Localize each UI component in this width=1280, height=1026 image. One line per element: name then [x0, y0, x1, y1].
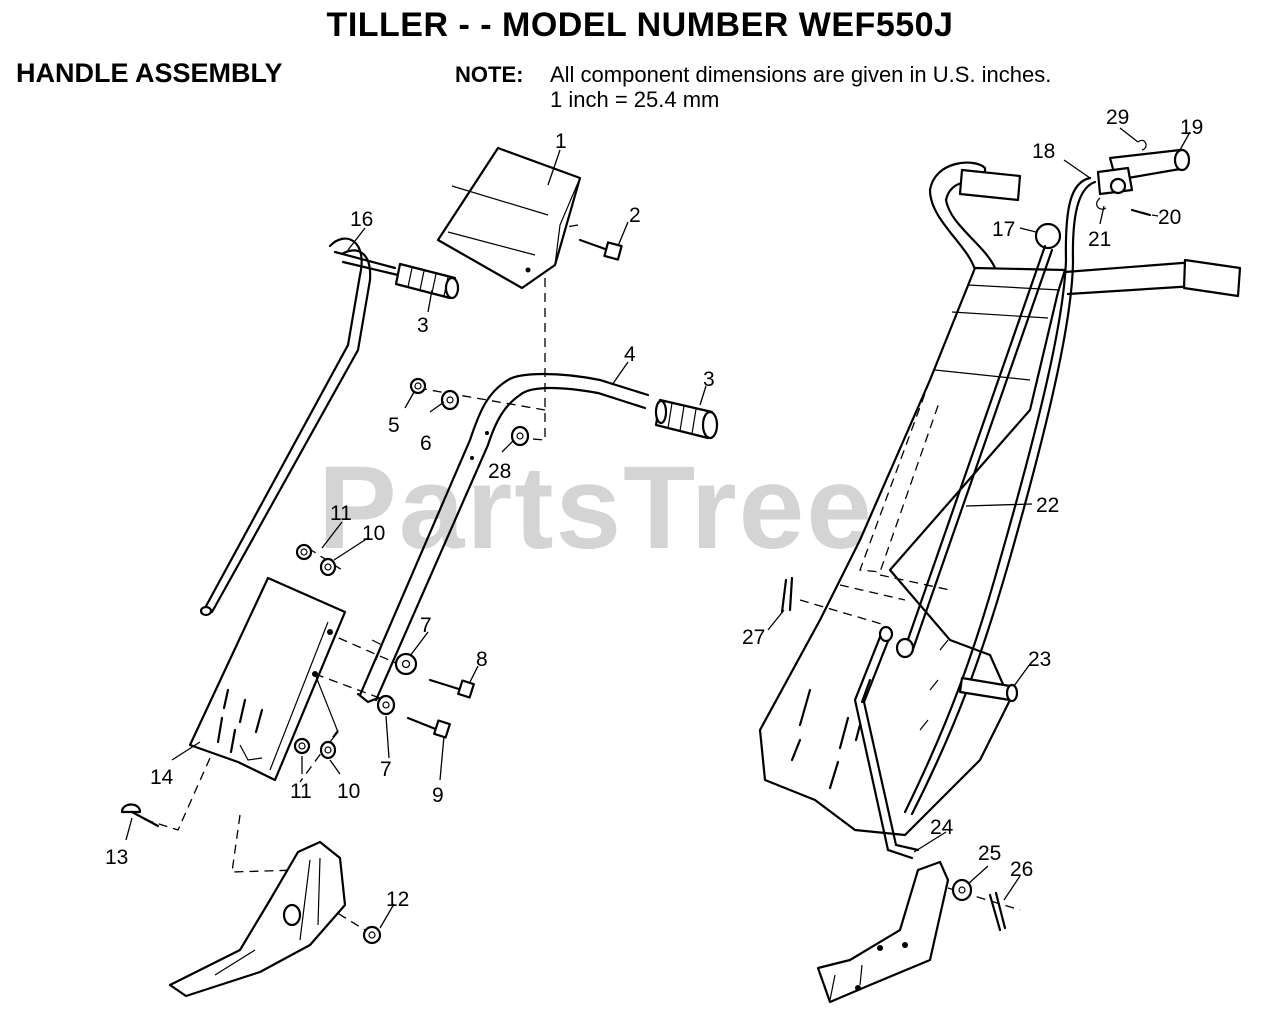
section-title: HANDLE ASSEMBLY [16, 58, 283, 88]
callout-21: 21 [1088, 228, 1111, 251]
callout-8: 8 [476, 648, 488, 671]
parts-5-6-28-hardware [409, 377, 530, 447]
left-exploded-assembly [120, 146, 719, 998]
parts-25-26-washer-pin [947, 878, 1021, 932]
parts-19-20-21-29-control-lever [1096, 139, 1191, 217]
callout-5: 5 [388, 414, 400, 437]
part-18-cable [903, 176, 1097, 816]
parts-10-11-upper-hardware [295, 543, 337, 577]
callout-18: 18 [1032, 140, 1055, 163]
callout-10: 10 [362, 522, 385, 545]
leader-lines [125, 127, 1191, 929]
callout-9: 9 [432, 784, 444, 807]
watermark: PartsTree [318, 442, 874, 574]
right-assembled-view [758, 139, 1242, 1004]
callout-1: 1 [555, 130, 567, 153]
note-text-line-1: All component dimensions are given in U.… [550, 62, 1052, 87]
tiller-frame-right [816, 860, 950, 1004]
callout-24: 24 [930, 816, 954, 839]
callout-17: 17 [992, 218, 1015, 241]
callout-23: 23 [1028, 648, 1051, 671]
part-1-handle-panel [436, 146, 582, 290]
callout-16: 16 [350, 208, 373, 231]
callout-4: 4 [624, 343, 636, 366]
part-24-shift-arm [853, 625, 920, 860]
parts-10-11-lower-hardware [293, 673, 339, 760]
callout-7: 7 [420, 614, 432, 637]
callout-29: 29 [1106, 106, 1129, 129]
callout-19: 19 [1180, 116, 1203, 139]
callout-6: 6 [420, 432, 432, 455]
callout-10: 10 [337, 780, 360, 803]
callout-13: 13 [105, 846, 128, 869]
part-13-carriage-bolt [120, 803, 160, 828]
note-label: NOTE: [455, 62, 524, 87]
part-4-handle-bar [356, 372, 650, 704]
part-3-grip-upper [394, 262, 460, 300]
parts-7-8-9-bolts [376, 652, 475, 739]
callout-12: 12 [386, 888, 409, 911]
callout-27: 27 [742, 626, 765, 649]
callout-7: 7 [380, 758, 392, 781]
tiller-frame-left [168, 840, 347, 998]
callout-11: 11 [330, 502, 352, 525]
part-3-grip-lower [654, 398, 719, 440]
callout-26: 26 [1010, 858, 1033, 881]
part-16-shift-rod [199, 237, 400, 617]
callout-3: 3 [417, 314, 429, 337]
callout-28: 28 [488, 460, 511, 483]
part-14-mounting-bracket [188, 576, 347, 782]
part-12-nut [362, 925, 382, 945]
callout-11: 11 [290, 780, 312, 803]
part-27-hairpin [780, 576, 794, 614]
note-text-line-2: 1 inch = 25.4 mm [550, 87, 720, 112]
callout-20: 20 [1158, 206, 1181, 229]
parts-17-22-shift-knob-rod [895, 222, 1062, 659]
part-2-bolt [578, 238, 623, 261]
callout-25: 25 [978, 842, 1001, 865]
page-title: TILLER - - MODEL NUMBER WEF550J [326, 6, 954, 44]
callout-14: 14 [150, 766, 174, 789]
callout-2: 2 [629, 204, 641, 227]
callout-numbers: 1 2 3 3 4 5 6 7 7 8 9 10 10 11 11 12 13 … [105, 106, 1203, 911]
part-23-clevis-pin [958, 676, 1019, 703]
callout-22: 22 [1036, 494, 1059, 517]
callout-3: 3 [703, 368, 715, 391]
